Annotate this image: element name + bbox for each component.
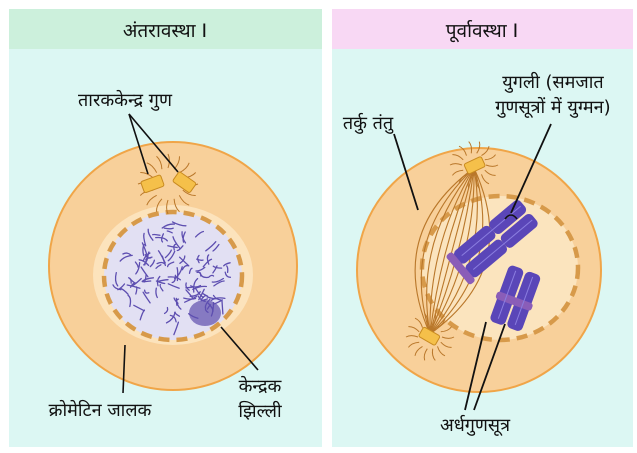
- label-bivalent-2: गुणसूत्रों में युग्मन): [495, 96, 610, 118]
- nucleus: [104, 212, 242, 340]
- chromatin-strand: [186, 287, 193, 288]
- label-bivalent-1: युगली (समजात: [502, 71, 604, 93]
- nucleolus: [189, 300, 221, 326]
- panel-right-title: पूर्वावस्था I: [446, 19, 519, 43]
- label-chromatids: अर्धगुणसूत्र: [440, 414, 511, 436]
- label-nuclear-membrane-1: केन्द्रक: [239, 375, 283, 397]
- panel-left-title: अंतरावस्था I: [123, 20, 207, 42]
- label-spindle: तर्कु तंतु: [343, 112, 394, 134]
- chromatin-strand: [177, 268, 178, 281]
- chromatin-strand: [164, 228, 173, 229]
- chromatin-strand: [222, 301, 223, 314]
- label-nuclear-membrane-2: झिल्ली: [238, 400, 282, 422]
- label-chromatin: क्रोमेटिन जालक: [49, 399, 153, 421]
- label-centrosome: तारककेन्द्र गुण: [78, 89, 173, 111]
